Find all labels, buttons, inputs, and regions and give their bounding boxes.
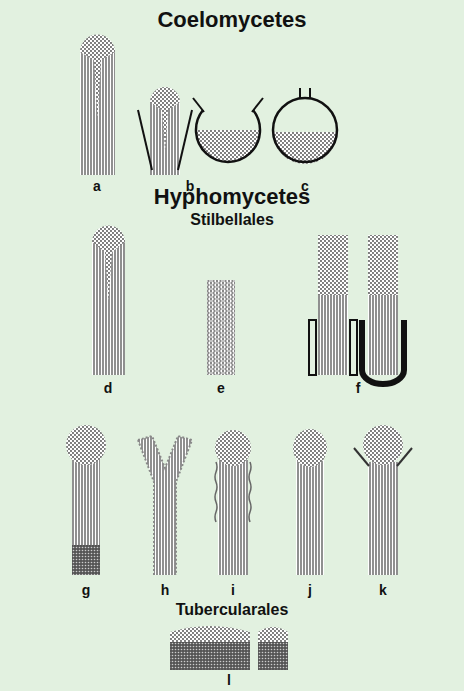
figure-letter: a — [93, 179, 101, 193]
figure-letter: l — [227, 673, 231, 687]
figure-letter: k — [379, 583, 387, 597]
figure-letter: h — [161, 583, 170, 597]
figure-letter: j — [308, 583, 312, 597]
figure-letter: f — [356, 381, 361, 395]
figure-letter: d — [104, 381, 113, 395]
order-heading: Tubercularales — [176, 602, 289, 618]
figure-letter: i — [231, 583, 235, 597]
figure-letter: g — [82, 583, 91, 597]
figure-letter: e — [217, 381, 225, 395]
group-heading: Hyphomycetes — [154, 186, 311, 208]
group-heading: Coelomycetes — [157, 9, 306, 31]
order-heading: Stilbellales — [190, 212, 274, 228]
